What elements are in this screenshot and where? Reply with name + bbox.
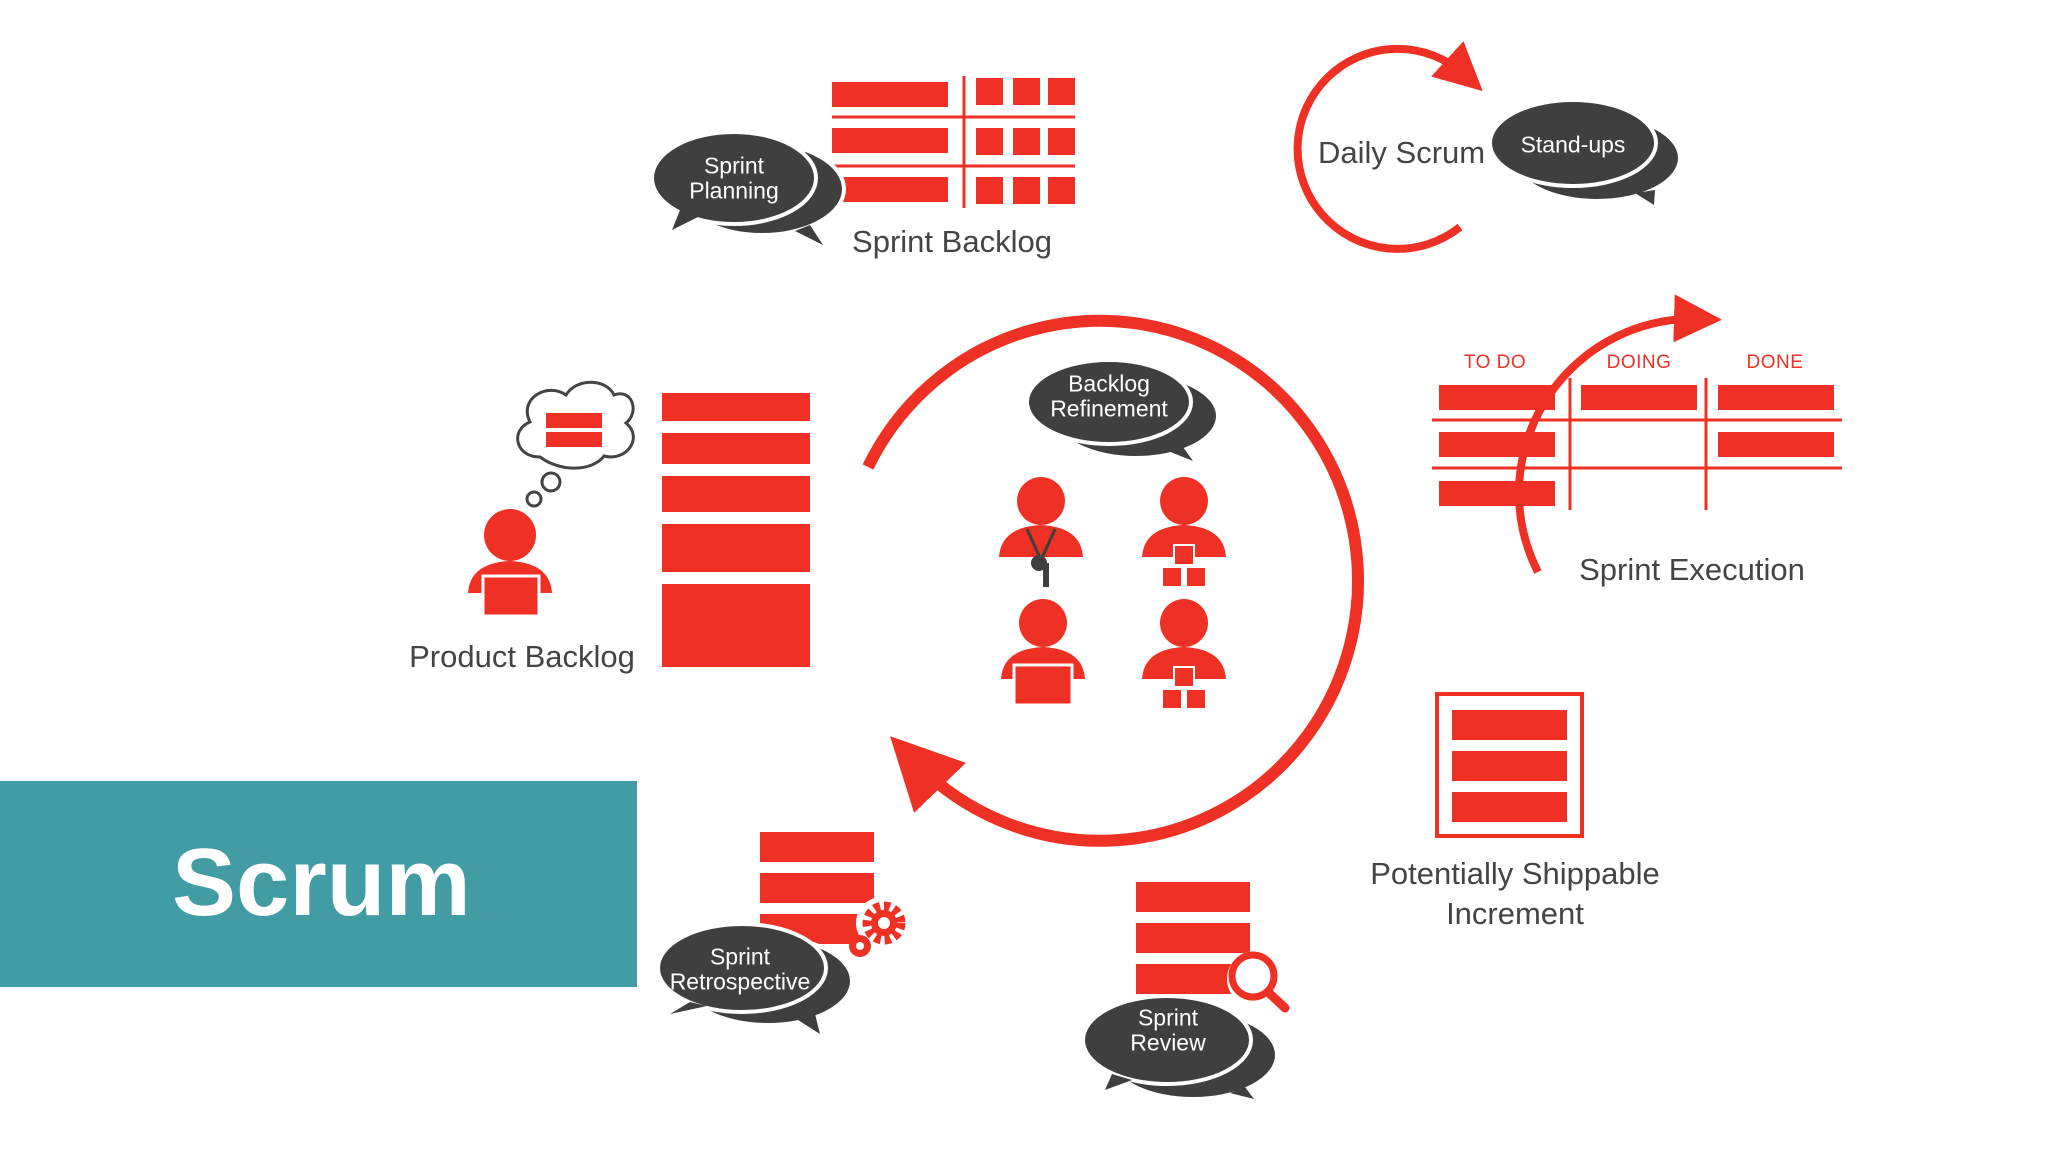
backlog-refinement-bubble-text: Backlog Refinement (1050, 370, 1168, 423)
thought-cloud-icon (516, 380, 635, 508)
sprint-backlog-table (832, 76, 1075, 208)
sprint-retrospective-bubble (656, 922, 854, 1034)
person-laptop-icon (468, 509, 552, 618)
scrum-master-whistle-icon (999, 477, 1083, 587)
stand-ups-bubble-text: Stand-ups (1520, 131, 1626, 158)
increment-box (1435, 692, 1584, 838)
team-member-icon (1142, 477, 1226, 588)
sprint-backlog-label: Sprint Backlog (852, 224, 1052, 259)
title-banner: Scrum (0, 781, 637, 987)
backlog-refinement-line1: Backlog (1068, 370, 1150, 397)
sprint-review-line2: Review (1130, 1030, 1206, 1056)
board-column-todo: TO DO (1463, 352, 1527, 373)
sprint-execution-label: Sprint Execution (1579, 552, 1805, 587)
sprint-planning-bubble (650, 130, 846, 245)
stand-ups-bubble (1488, 98, 1682, 205)
product-backlog-stack (662, 393, 810, 667)
magnifier-icon (1227, 951, 1290, 1013)
task-board (1432, 378, 1842, 510)
page-title: Scrum (172, 829, 471, 936)
review-stack (1136, 882, 1250, 994)
product-backlog-label: Product Backlog (409, 639, 635, 674)
sprint-planning-line1: Sprint (703, 152, 765, 179)
team-member-icon (1142, 599, 1226, 710)
increment-label: Potentially Shippable Increment (1370, 854, 1660, 935)
daily-scrum-loop (1293, 41, 1483, 253)
board-column-done: DONE (1746, 352, 1804, 373)
increment-label-line1: Potentially Shippable (1370, 856, 1660, 891)
sprint-retrospective-bubble-text: Sprint Retrospective (669, 943, 811, 996)
backlog-refinement-line2: Refinement (1050, 396, 1168, 422)
increment-label-line2: Increment (1446, 896, 1584, 932)
team-member-laptop-icon (1001, 599, 1085, 707)
gear-icon (849, 897, 908, 957)
board-column-doing: DOING (1606, 352, 1672, 373)
daily-scrum-label: Daily Scrum (1318, 135, 1486, 170)
sprint-review-bubble-text: Sprint Review (1130, 1004, 1206, 1057)
sprint-review-bubble (1081, 994, 1279, 1101)
sprint-retrospective-line1: Sprint (709, 943, 771, 970)
backlog-refinement-bubble (1025, 358, 1220, 461)
stand-ups-line1: Stand-ups (1520, 131, 1626, 158)
sprint-cycle-arc (862, 314, 1364, 847)
sprint-review-line1: Sprint (1137, 1004, 1199, 1031)
sprint-retrospective-line2: Retrospective (669, 969, 811, 995)
sprint-planning-line2: Planning (689, 178, 779, 204)
sprint-planning-bubble-text: Sprint Planning (689, 152, 779, 205)
